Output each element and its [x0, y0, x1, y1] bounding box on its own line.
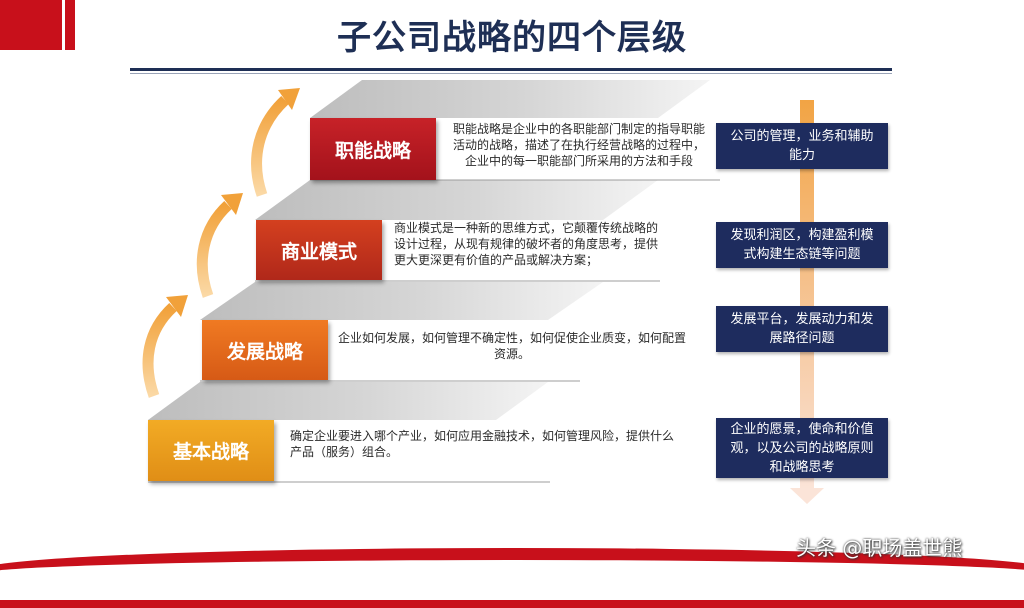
focus-box-development: 发展平台，发展动力和发展路径问题 — [716, 306, 888, 352]
title-divider-thin — [130, 73, 892, 74]
page-title: 子公司战略的四个层级 — [337, 18, 687, 58]
footer-white-curve — [0, 560, 1024, 600]
level-label-business-model: 商业模式 — [256, 220, 382, 280]
step-plane-1 — [148, 382, 548, 420]
level-label-functional: 职能战略 — [310, 118, 436, 180]
corner-accent — [0, 0, 62, 50]
downward-arrow-shaft — [800, 100, 814, 490]
curved-arrow-head-3 — [278, 88, 300, 110]
curved-arrow-head-1 — [166, 295, 188, 317]
step-plane-3 — [255, 180, 658, 220]
staircase-graphic — [142, 80, 720, 483]
downward-arrow-head — [790, 488, 824, 504]
level-description-development: 企业如何发展，如何管理不确定性，如何促使企业质变，如何配置资源。 — [337, 331, 686, 361]
curved-arrow-3 — [251, 95, 289, 197]
level-label-basic: 基本战略 — [148, 420, 274, 481]
curved-arrow-head-2 — [221, 193, 243, 215]
focus-box-basic: 企业的愿景，使命和价值观，以及公司的战略原则和战略思考 — [716, 418, 888, 478]
level-label-development: 发展战略 — [202, 320, 328, 380]
level-description-functional: 职能战略是企业中的各职能部门制定的指导职能活动的战略，描述了在执行经营战略的过程… — [452, 122, 705, 168]
title-divider — [130, 68, 892, 71]
curved-arrow-2 — [196, 200, 232, 298]
focus-box-functional: 公司的管理，业务和辅助能力 — [716, 123, 888, 169]
level-description-business-model: 商业模式是一种新的思维方式，它颠覆传统战略的设计过程，从现有规律的破坏者的角度思… — [394, 221, 659, 267]
watermark-text: 头条 @职场盖世熊 — [796, 536, 963, 560]
step-plane-4 — [310, 80, 710, 118]
corner-accent-thin — [65, 0, 75, 50]
step-plane-2 — [200, 282, 603, 320]
curved-arrow-1 — [142, 302, 177, 398]
level-description-basic: 确定企业要进入哪个产业，如何应用金融技术，如何管理风险，提供什么产品（服务）组合… — [290, 429, 675, 459]
focus-box-business-model: 发现利润区，构建盈利模式构建生态链等问题 — [716, 222, 888, 268]
